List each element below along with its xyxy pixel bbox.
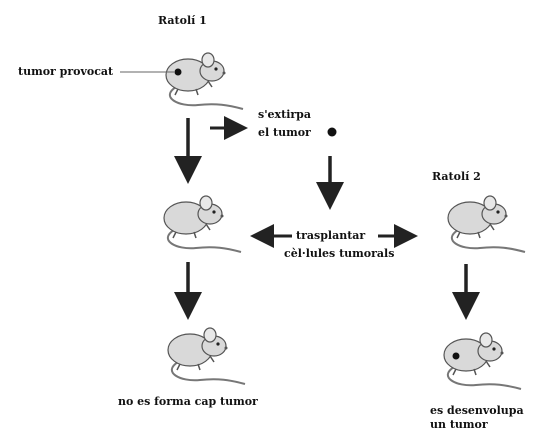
mouse-2-final-icon <box>443 332 522 390</box>
no-tumor-label: no es forma cap tumor <box>118 395 258 408</box>
extracted-tumor-icon <box>327 127 337 137</box>
mouse-1-title: Ratolí 1 <box>158 14 207 27</box>
desenvolupa-label-line2: un tumor <box>430 418 488 431</box>
mouse-1-icon <box>165 52 244 110</box>
tumor-dot-icon <box>174 68 182 76</box>
tumor-provocat-label: tumor provocat <box>18 65 114 78</box>
extirpa-label-line1: s'extirpa <box>258 108 311 121</box>
extirpa-label-line2: el tumor <box>258 126 311 139</box>
mouse-1-treated-icon <box>163 195 242 253</box>
trasplantar-label-line2: cèl·lules tumorals <box>284 247 395 260</box>
mouse-2-icon <box>447 195 526 253</box>
desenvolupa-label-line1: es desenvolupa <box>430 404 524 417</box>
mouse-2-title: Ratolí 2 <box>432 170 481 183</box>
mouse-1-final-icon <box>167 327 246 385</box>
tumor-dot-mouse2-icon <box>452 352 460 360</box>
trasplantar-label-line1: trasplantar <box>296 229 366 242</box>
